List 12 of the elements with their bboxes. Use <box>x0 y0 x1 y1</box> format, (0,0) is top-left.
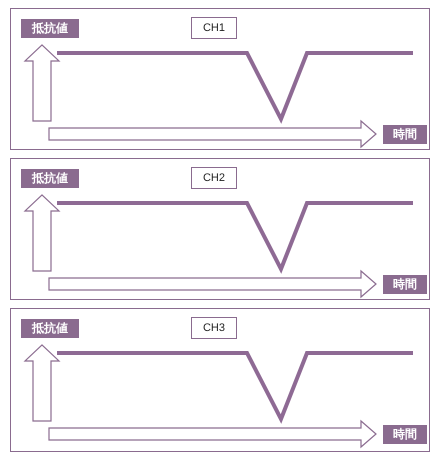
chart-panel <box>10 158 430 300</box>
channel-label: CH3 <box>191 317 237 339</box>
axis-label: 抵抗値 <box>21 19 79 38</box>
axis-label: 時間 <box>383 275 427 294</box>
channel-label: CH2 <box>191 167 237 189</box>
axis-label: 時間 <box>383 425 427 444</box>
chart-panel <box>10 308 430 452</box>
axis-label: 時間 <box>383 125 427 144</box>
axis-label: 抵抗値 <box>21 169 79 188</box>
chart-panel <box>10 8 430 150</box>
axis-label: 抵抗値 <box>21 319 79 338</box>
channel-label: CH1 <box>191 17 237 39</box>
